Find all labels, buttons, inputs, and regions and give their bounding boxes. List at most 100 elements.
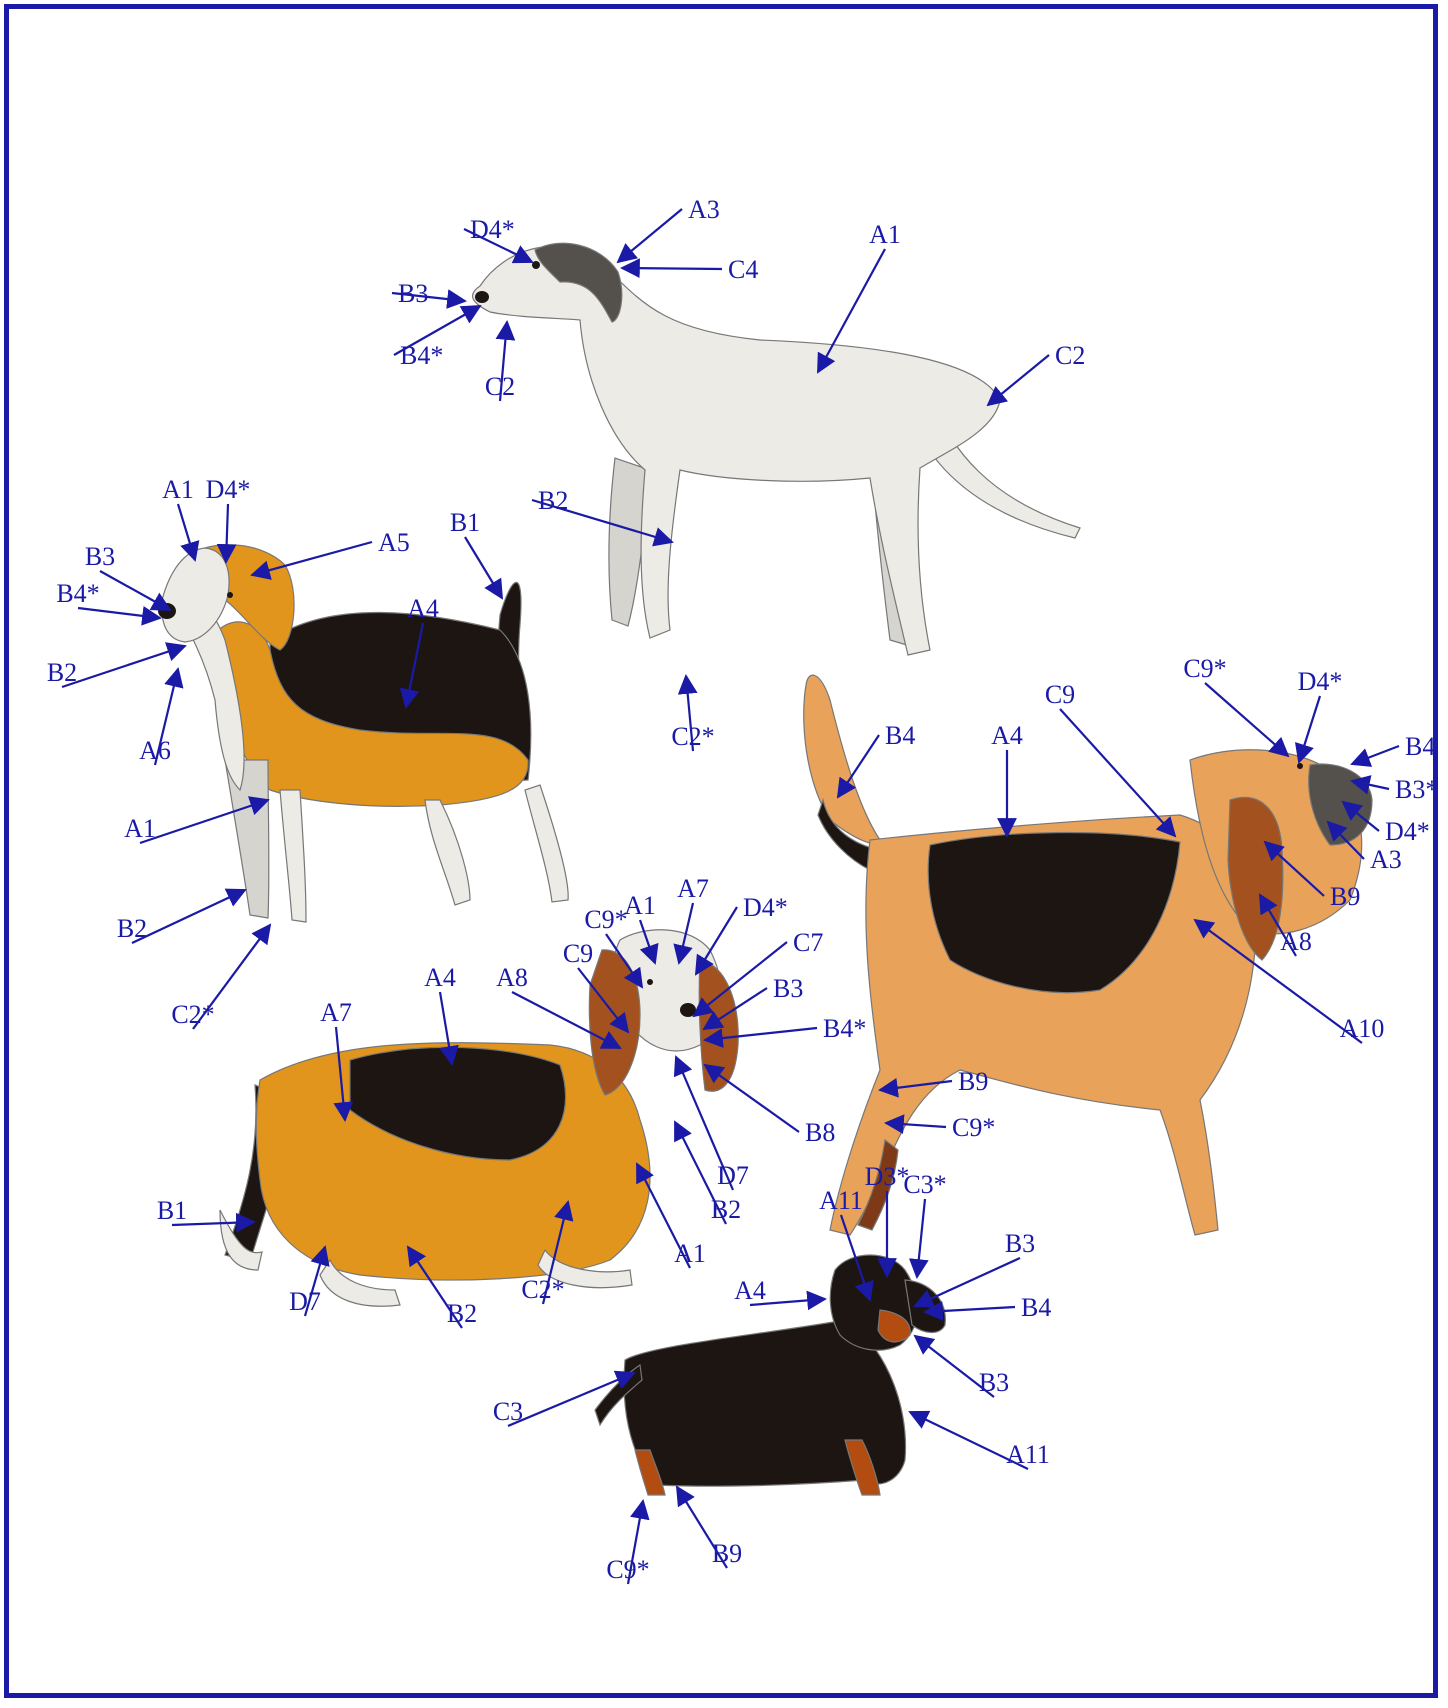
greyhound-nose [475, 291, 489, 303]
beagle-eye [227, 592, 233, 598]
basset-eye [647, 979, 653, 985]
greyhound-part-label: C2 [485, 372, 515, 401]
dachshund-part-label: C9* [606, 1555, 649, 1584]
beagle-part-label: A6 [139, 736, 171, 765]
bloodhound-part-label: B4 [1405, 732, 1435, 761]
bloodhound-part-label: A10 [1340, 1014, 1385, 1043]
bloodhound-leader-arrow [1352, 746, 1399, 764]
basset-leader-arrow [705, 1065, 799, 1132]
dachshund-illustration [595, 1255, 945, 1495]
beagle-part-label: C2* [171, 1000, 214, 1029]
greyhound-illustration [473, 243, 1080, 655]
dachshund-part-label: A11 [1006, 1440, 1050, 1469]
basset-part-label: D7 [717, 1161, 749, 1190]
bloodhound-eye [1297, 763, 1303, 769]
basset-part-label: A4 [424, 963, 456, 992]
beagle-leg [425, 800, 470, 905]
beagle-part-label: A5 [378, 528, 410, 557]
basset-part-label: C7 [793, 928, 823, 957]
greyhound-part-label: B4* [400, 341, 443, 370]
greyhound-part-label: B3 [398, 279, 428, 308]
beagle-part-label: A1 [162, 475, 194, 504]
beagle-leader-arrow [100, 571, 170, 610]
beagle-part-label: D4* [206, 475, 251, 504]
bloodhound-part-label: B4 [885, 721, 915, 750]
bloodhound-leader-arrow [1060, 709, 1175, 836]
beagle-part-label: A1 [124, 814, 156, 843]
greyhound-part-label: D4* [470, 215, 515, 244]
bloodhound-part-label: A4 [991, 721, 1023, 750]
greyhound-body [473, 246, 1000, 655]
beagle-part-label: B3 [85, 542, 115, 571]
dachshund-leader-arrow [917, 1199, 925, 1277]
dachshund-part-label: B4 [1021, 1293, 1051, 1322]
greyhound-part-label: A1 [869, 220, 901, 249]
beagle-leg [280, 790, 306, 922]
greyhound-leader-arrow [618, 209, 682, 262]
bloodhound-tail [804, 675, 880, 844]
dachshund-part-label: A4 [734, 1276, 766, 1305]
bloodhound-part-label: A8 [1280, 927, 1312, 956]
beagle-leg [525, 785, 568, 902]
bloodhound-part-label: D4* [1385, 817, 1430, 846]
basset-nose [680, 1003, 696, 1017]
basset-part-label: A1 [674, 1239, 706, 1268]
basset-part-label: A8 [496, 963, 528, 992]
greyhound-leader-arrow [988, 355, 1049, 405]
dachshund-part-label: A11 [819, 1186, 863, 1215]
basset-part-label: A7 [677, 874, 709, 903]
bloodhound-leader-arrow [1205, 683, 1288, 756]
basset-part-label: A7 [320, 998, 352, 1027]
basset-part-label: D4* [743, 893, 788, 922]
greyhound-leader-arrow [622, 268, 722, 269]
beagle-leg [225, 760, 269, 918]
greyhound-part-label: B2 [538, 486, 568, 515]
dachshund-part-label: B9 [712, 1539, 742, 1568]
greyhound-part-label: C2* [671, 722, 714, 751]
dachshund-part-label: B3 [1005, 1229, 1035, 1258]
basset-part-label: B4* [823, 1014, 866, 1043]
basset-part-label: B2 [711, 1195, 741, 1224]
basset-part-label: B8 [805, 1118, 835, 1147]
bloodhound-part-label: C9* [952, 1113, 995, 1142]
beagle-part-label: A4 [407, 594, 439, 623]
beagle-illustration [158, 545, 568, 922]
beagle-part-label: B2 [47, 658, 77, 687]
basset-part-label: B2 [447, 1299, 477, 1328]
basset-part-label: C9* [584, 905, 627, 934]
beagle-leader-arrow [178, 504, 195, 560]
basset-part-label: B1 [157, 1196, 187, 1225]
basset-illustration [220, 930, 738, 1306]
bloodhound-part-label: C9* [1183, 654, 1226, 683]
bloodhound-part-label: C9 [1045, 680, 1075, 709]
basset-ear [699, 960, 738, 1091]
dachshund-eye [882, 1293, 888, 1299]
greyhound-eye [532, 261, 540, 269]
dachshund-part-label: C3* [903, 1170, 946, 1199]
bloodhound-leader-arrow [1299, 696, 1320, 762]
bloodhound-part-label: B9 [958, 1067, 988, 1096]
beagle-leader-arrow [132, 890, 245, 943]
beagle-leader-arrow [78, 608, 160, 618]
beagle-leader-arrow [62, 646, 185, 687]
basset-part-label: B3 [773, 974, 803, 1003]
basset-part-label: C9 [563, 939, 593, 968]
beagle-part-label: B4* [56, 579, 99, 608]
bloodhound-part-label: B9 [1330, 882, 1360, 911]
beagle-part-label: B2 [117, 914, 147, 943]
basset-part-label: D7 [289, 1287, 321, 1316]
greyhound-part-label: C4 [728, 255, 758, 284]
greyhound-part-label: A3 [688, 195, 720, 224]
bloodhound-part-label: A3 [1370, 845, 1402, 874]
dachshund-part-label: B3 [979, 1368, 1009, 1397]
greyhound-part-label: C2 [1055, 341, 1085, 370]
basset-part-label: A1 [624, 891, 656, 920]
dachshund-leader-arrow [915, 1258, 1020, 1306]
beagle-part-label: B1 [450, 508, 480, 537]
bloodhound-part-label: D4* [1298, 667, 1343, 696]
beagle-leader-arrow [465, 537, 502, 598]
dachshund-part-label: C3 [493, 1397, 523, 1426]
basset-part-label: C2* [521, 1275, 564, 1304]
bloodhound-part-label: B3* [1395, 775, 1438, 804]
